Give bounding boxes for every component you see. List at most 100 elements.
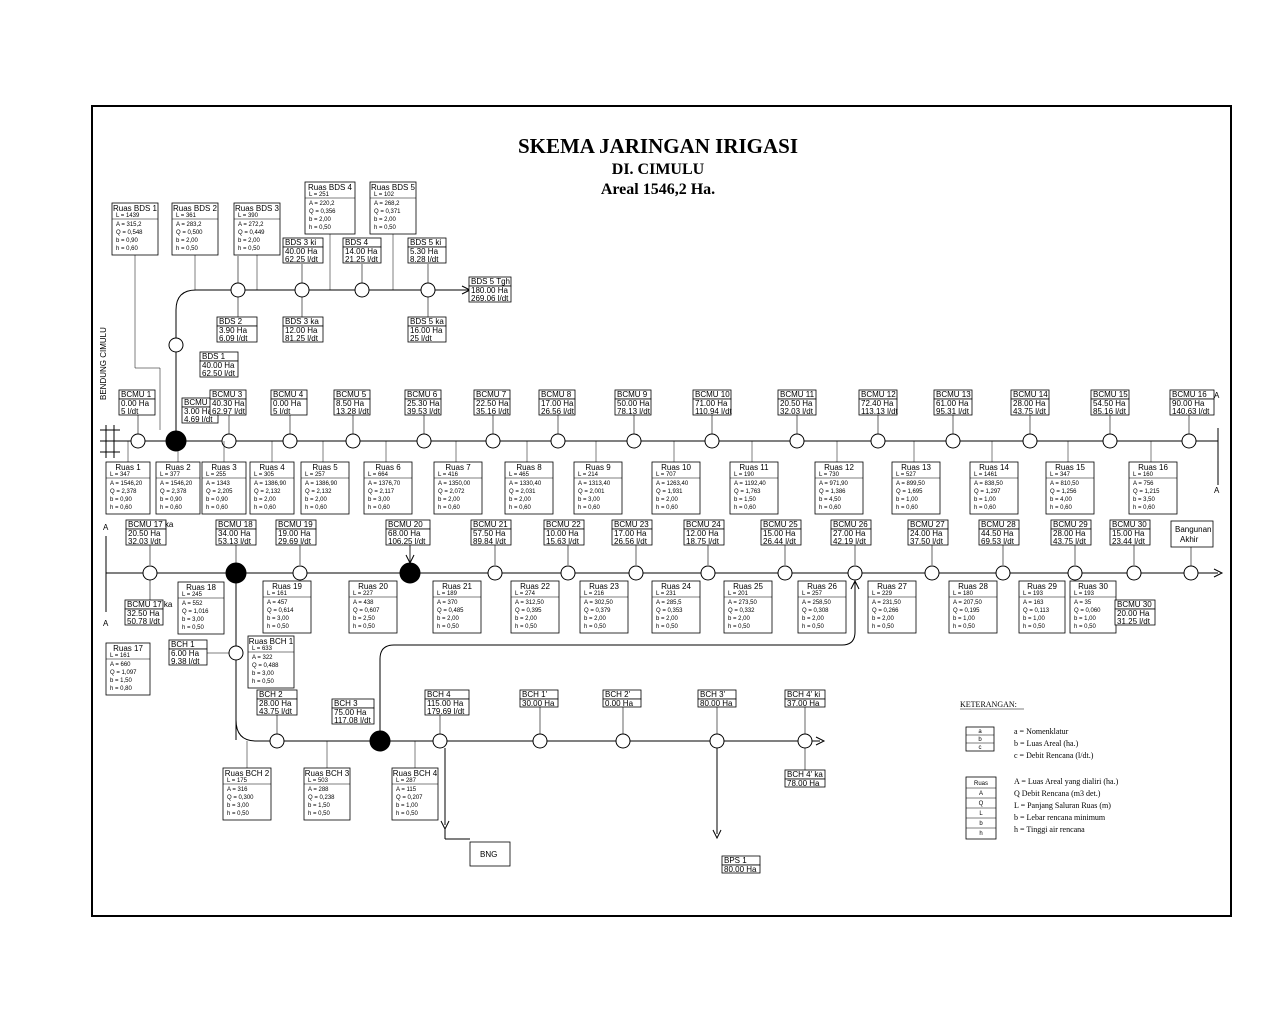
ruas-value: b = 2,00 — [802, 616, 825, 622]
ruas-value: Q = 2,132 — [254, 489, 281, 495]
ruas-length: L = 190 — [734, 472, 755, 478]
area-value: 3.00 Ha — [184, 407, 213, 416]
area-value: 57.50 Ha — [473, 529, 506, 538]
ruas-value: h = 0,60 — [734, 505, 757, 511]
ruas-name: Ruas 13 — [901, 463, 931, 472]
structure-name: BCMU 10 — [695, 390, 730, 399]
ruas-value: A = 899,50 — [896, 481, 926, 487]
legend-item: c = Debit Rencana (l/dt.) — [1014, 751, 1094, 760]
ruas-length: L = 730 — [819, 472, 840, 478]
ruas-name: Ruas 15 — [1055, 463, 1085, 472]
drawing-frame — [91, 105, 1232, 917]
ruas-value: A = 1546,20 — [110, 481, 143, 487]
ruas-box-frame — [1018, 580, 1066, 634]
structure-node-bcmu — [945, 433, 961, 449]
area-value: 80.00 Ha — [724, 865, 757, 874]
ruas-box-frame — [651, 461, 701, 515]
flow-value: 26.44 l/dt — [763, 537, 797, 546]
ruas-length: L = 227 — [353, 591, 374, 597]
ruas-box-frame — [155, 461, 201, 515]
label-box-values — [331, 707, 375, 725]
ruas-box-frame — [249, 461, 295, 515]
ruas-value: Q = 0,060 — [1074, 608, 1101, 614]
ruas-value: A = 1313,40 — [578, 481, 611, 487]
ruas-value: Q = 0,266 — [872, 608, 899, 614]
ruas-value: Q = 0,607 — [353, 608, 380, 614]
structure-name: BCMU 9 — [617, 390, 648, 399]
flow-value: 140.63 l/dt — [1172, 407, 1210, 416]
ruas-value: h = 0,60 — [206, 505, 229, 511]
ruas-value: A = 552 — [182, 601, 203, 607]
label-box-values — [473, 398, 511, 416]
connecting-arrow — [850, 579, 860, 590]
ruas-box-frame — [348, 580, 398, 634]
ruas-value: h = 0,50 — [308, 811, 331, 817]
ruas-value: h = 0,50 — [353, 624, 376, 630]
label-box-values — [282, 246, 324, 264]
label-box-values — [468, 285, 512, 303]
structure-name: BCH 4' ki — [787, 690, 820, 699]
ruas-value: Q = 0,113 — [1023, 608, 1050, 614]
ruas-length: L = 347 — [110, 472, 131, 478]
label-box-values — [270, 398, 308, 416]
structure-name: BPS 1 — [724, 856, 747, 865]
ruas-length: L = 245 — [182, 592, 203, 598]
structure-name: BDS 2 — [219, 317, 243, 326]
area-value: 44.50 Ha — [981, 529, 1014, 538]
ruas-name: Ruas 24 — [661, 582, 691, 591]
ruas-box-frame — [969, 461, 1019, 515]
ruas-value: Q = 0,500 — [176, 230, 203, 236]
ruas-value: Q = 1,016 — [182, 609, 209, 615]
flow-value: 62.97 l/dt — [212, 407, 246, 416]
bch-box: BCH 16.00 Ha9.38 l/dt — [168, 639, 208, 666]
ruas-value: A = 315,2 — [116, 222, 142, 228]
area-value: 15.00 Ha — [1112, 529, 1145, 538]
ruas-value: Q = 1,297 — [974, 489, 1001, 495]
flow-value: 81.25 l/dt — [285, 334, 319, 343]
ruas-length: L = 347 — [1050, 472, 1071, 478]
ruas-box-frame — [391, 767, 439, 821]
structure-node-bcmu — [704, 433, 720, 449]
ruas-box-frame — [504, 461, 554, 515]
ruas-name: Ruas 23 — [589, 582, 619, 591]
ruas-length: L = 180 — [953, 591, 974, 597]
legend-item: A = Luas Areal yang dialiri (ha.) — [1014, 777, 1119, 786]
legend-box-letter: Q — [979, 801, 984, 807]
structure-name: BCMU 8 — [541, 390, 572, 399]
label-box-values — [282, 325, 324, 343]
flow-value: 23.44 l/dt — [1112, 537, 1146, 546]
ruas-value: A = 971,90 — [819, 481, 849, 487]
area-value: 16.00 Ha — [410, 326, 443, 335]
structure-node-bcmu — [485, 433, 501, 449]
structure-name: BCMU 15 — [1093, 390, 1128, 399]
ruas-value: Q = 0,488 — [252, 663, 279, 669]
ruas-value: A = 35 — [1074, 600, 1092, 606]
weir-name: BENDUNG CIMULU — [99, 327, 108, 400]
structure-name: BCMU 5 — [336, 390, 367, 399]
structure-name: BCMU 4 — [273, 390, 304, 399]
label-box-values — [333, 398, 371, 416]
legend-box — [965, 726, 995, 752]
structure-name: BCMU 13 — [936, 390, 971, 399]
end-node — [1183, 565, 1199, 581]
structure-name: BCMU 24 — [686, 520, 721, 529]
ruas-name: Ruas 8 — [516, 463, 542, 472]
label-box-values — [124, 608, 164, 626]
ruas-value: h = 0,60 — [305, 505, 328, 511]
ruas-name: Ruas BCH 2 — [225, 769, 270, 778]
bch-node — [432, 733, 448, 749]
ruas-value: b = 3,00 — [182, 617, 205, 623]
ruas-value: h = 0,50 — [953, 624, 976, 630]
